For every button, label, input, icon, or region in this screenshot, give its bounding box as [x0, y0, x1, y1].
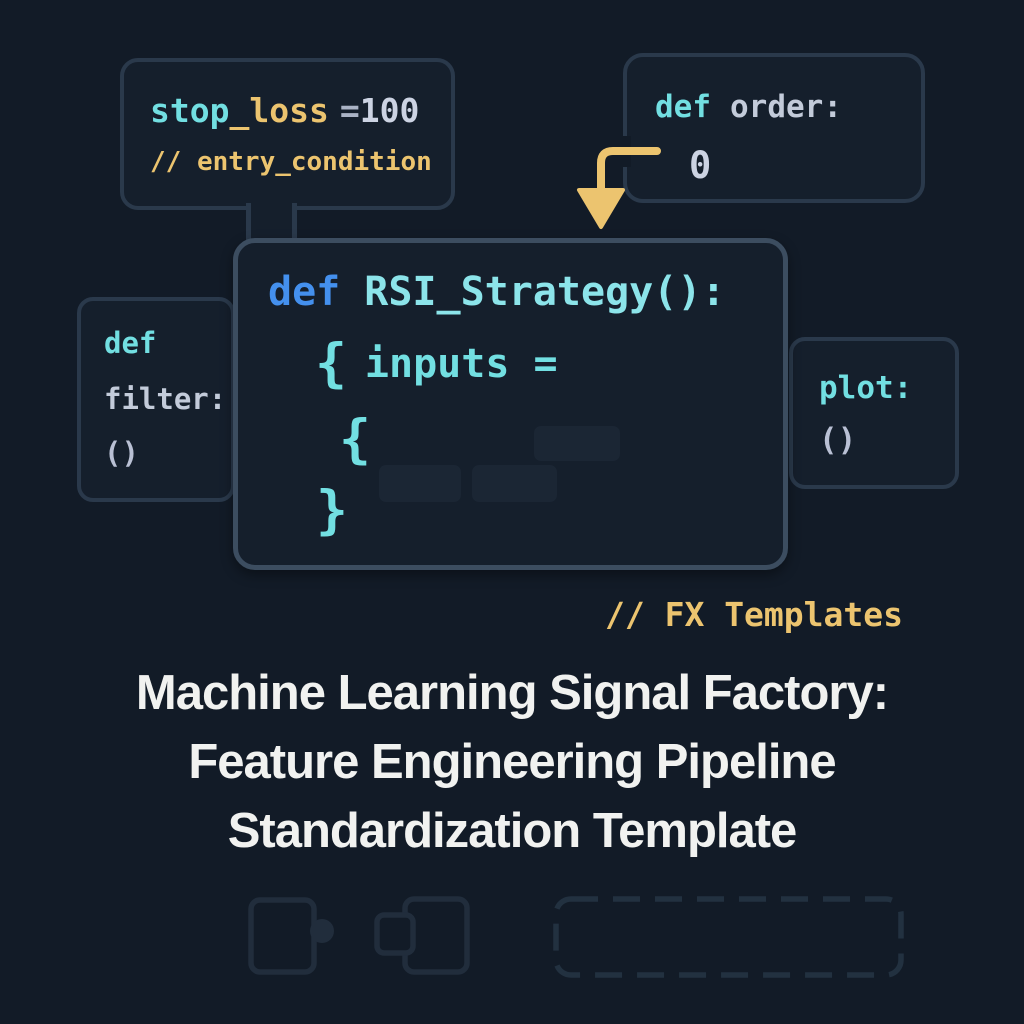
flow-arrow-head — [577, 188, 625, 229]
stop-loss-connector-tail — [246, 203, 297, 241]
dashed-slot-outline — [553, 896, 904, 978]
brand-label: // FX Templates — [604, 595, 903, 634]
code-placeholder-block — [379, 465, 461, 502]
filter-keyword: def — [104, 326, 157, 360]
inputs-line: { inputs = — [315, 337, 558, 390]
plot-name: plot: — [819, 370, 913, 406]
order-value: 0 — [689, 144, 712, 187]
entry-condition-comment: // entry_condition — [150, 147, 432, 177]
stop-loss-value: 100 — [359, 91, 420, 130]
open-brace: { — [315, 333, 347, 394]
function-name: RSI_Strategy(): — [364, 269, 726, 315]
title-line-3: Standardization Template — [227, 804, 798, 858]
plot-code-box: plot: () — [789, 337, 959, 489]
order-signature: def order: — [655, 89, 842, 126]
inner-open-brace: { — [339, 409, 371, 470]
equals-sign: = — [339, 91, 360, 130]
puzzle-piece-socket-left-icon — [374, 896, 470, 975]
title-line-2: Feature Engineering Pipeline — [188, 735, 836, 789]
filter-parens: () — [104, 436, 139, 470]
filter-code-box: def filter: () — [77, 297, 235, 502]
stop-loss-assignment: stop_loss =100 — [150, 92, 419, 130]
title-line-1: Machine Learning Signal Factory: — [135, 666, 889, 720]
plot-parens: () — [819, 422, 857, 458]
stop-loss-code-box: stop_loss =100 // entry_condition — [120, 58, 455, 210]
def-keyword: def — [268, 269, 341, 315]
stop-loss-suffix: _loss — [229, 91, 329, 130]
page-title: Machine Learning Signal Factory: Feature… — [0, 659, 1024, 866]
puzzle-piece-knob-right-icon — [248, 897, 334, 975]
code-placeholder-block — [534, 426, 620, 461]
close-brace: } — [316, 480, 348, 541]
filter-name: filter: — [104, 382, 227, 416]
stop-loss-keyword: stop — [150, 91, 230, 130]
rsi-strategy-code-box: def RSI_Strategy(): { inputs = { } — [233, 238, 788, 570]
order-name: order: — [730, 89, 842, 125]
order-keyword: def — [655, 89, 711, 125]
order-code-box: def order: 0 — [623, 53, 925, 203]
rsi-strategy-signature: def RSI_Strategy(): — [268, 269, 725, 315]
code-placeholder-block — [472, 465, 557, 502]
inputs-assignment: inputs = — [364, 340, 558, 387]
